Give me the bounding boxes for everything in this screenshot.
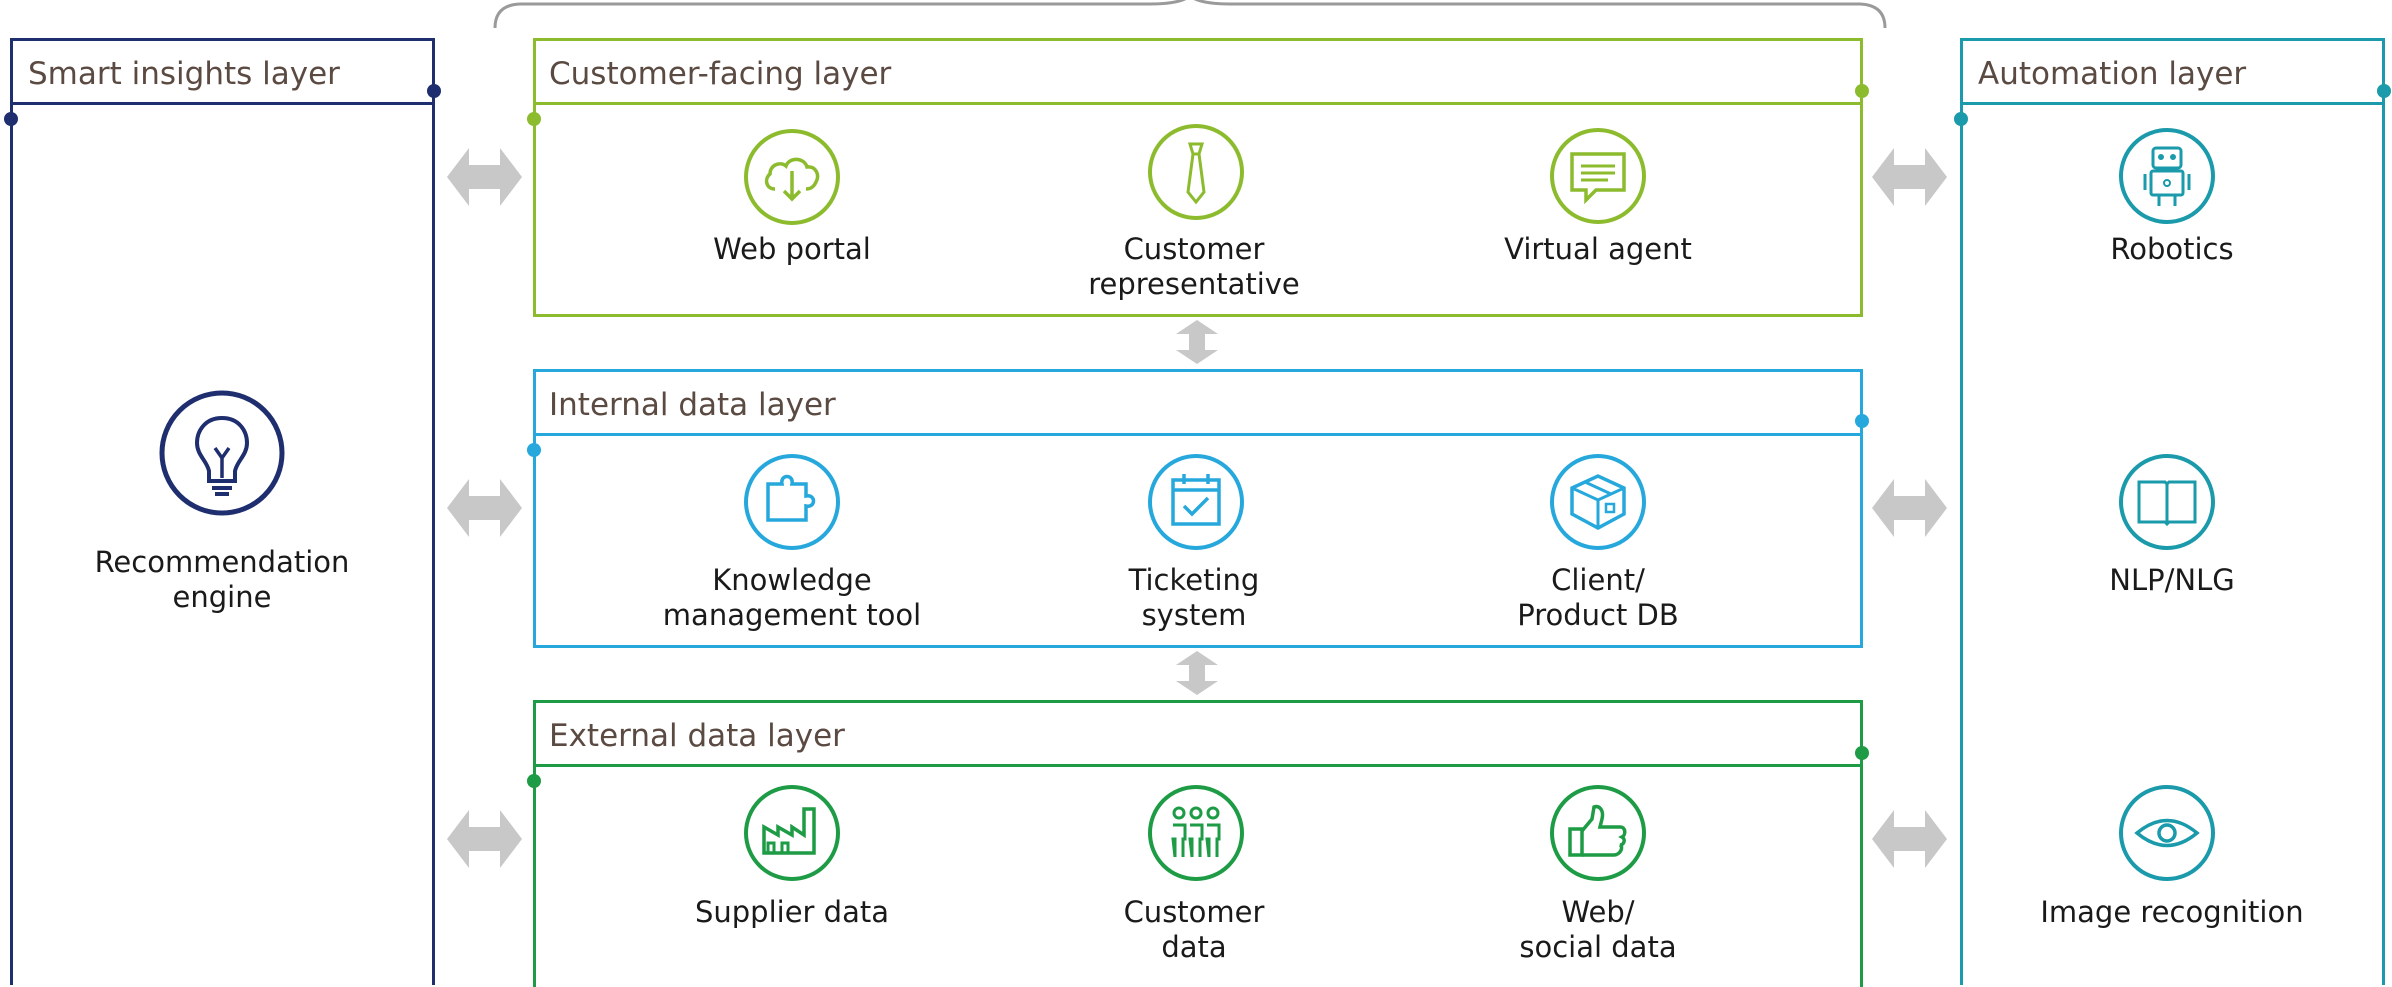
thumbs-up-icon <box>1548 783 1648 883</box>
internal-data-title-box: Internal data layer <box>533 369 1863 436</box>
label-line-1: Recommendation <box>94 545 350 579</box>
customer-data-label: Customer data <box>1019 895 1369 965</box>
smart-insights-title-box: Smart insights layer <box>10 38 435 105</box>
double-arrow-horizontal <box>447 148 522 206</box>
label-line-1: Customer <box>1123 895 1265 929</box>
virtual-agent-label: Virtual agent <box>1504 232 1692 266</box>
calendar-check-icon <box>1146 452 1246 552</box>
label-line-2: representative <box>1088 267 1300 301</box>
double-arrow-horizontal <box>1872 479 1947 537</box>
connector-dot <box>1855 84 1869 98</box>
factory-icon <box>742 783 842 883</box>
puzzle-icon <box>742 452 842 552</box>
supplier-data-label: Supplier data <box>694 895 890 929</box>
automation-title: Automation layer <box>1978 56 2247 92</box>
automation-body <box>1960 105 2385 985</box>
client-product-db-label: Client/ Product DB <box>1423 563 1773 633</box>
connector-dot <box>427 84 441 98</box>
double-arrow-horizontal <box>1872 810 1947 868</box>
tie-icon <box>1146 122 1246 222</box>
double-arrow-horizontal <box>1872 148 1947 206</box>
double-arrow-horizontal <box>447 810 522 868</box>
smart-insights-title: Smart insights layer <box>28 56 340 92</box>
web-social-data-label: Web/ social data <box>1423 895 1773 965</box>
external-data-body <box>533 767 1863 987</box>
label-line-1: Web/ <box>1561 895 1635 929</box>
nlp-nlg-label: NLP/NLG <box>2109 563 2235 597</box>
customer-facing-title: Customer-facing layer <box>549 56 892 92</box>
label-line-2: data <box>1161 930 1227 964</box>
knowledge-management-label: Knowledge management tool <box>617 563 967 633</box>
external-data-title: External data layer <box>549 718 845 754</box>
internal-data-body <box>533 436 1863 648</box>
label-line-2: social data <box>1519 930 1677 964</box>
customer-representative-label: Customer representative <box>1019 232 1369 302</box>
cloud-download-icon <box>742 127 842 227</box>
web-portal-label: Web portal <box>713 232 871 266</box>
label-line-1: Client/ <box>1551 563 1645 597</box>
connector-dot <box>1954 112 1968 126</box>
robotics-label: Robotics <box>2110 232 2234 266</box>
automation-title-box: Automation layer <box>1960 38 2385 105</box>
recommendation-engine-label: Recommendation engine <box>47 545 397 615</box>
label-line-2: engine <box>172 580 272 614</box>
robot-icon <box>2117 126 2217 226</box>
double-arrow-horizontal <box>447 479 522 537</box>
book-icon <box>2117 452 2217 552</box>
connector-dot <box>527 443 541 457</box>
top-brace <box>493 0 1887 29</box>
box-icon <box>1548 452 1648 552</box>
eye-icon <box>2117 783 2217 883</box>
chat-bubble-icon <box>1548 126 1648 226</box>
connector-dot <box>1855 414 1869 428</box>
internal-data-title: Internal data layer <box>549 387 836 423</box>
label-line-1: Knowledge <box>712 563 872 597</box>
smart-insights-body <box>10 105 435 985</box>
connector-dot <box>1855 746 1869 760</box>
double-arrow-vertical <box>1176 320 1218 364</box>
image-recognition-label: Image recognition <box>2040 895 2304 929</box>
label-line-1: Ticketing <box>1128 563 1260 597</box>
customer-facing-title-box: Customer-facing layer <box>533 38 1863 105</box>
connector-dot <box>527 112 541 126</box>
label-line-2: system <box>1141 598 1247 632</box>
connector-dot <box>527 774 541 788</box>
double-arrow-vertical <box>1176 651 1218 695</box>
ticketing-system-label: Ticketing system <box>1019 563 1369 633</box>
customer-facing-body <box>533 105 1863 317</box>
people-icon <box>1146 783 1246 883</box>
lightbulb-icon <box>157 388 287 518</box>
label-line-2: management tool <box>662 598 922 632</box>
label-line-2: Product DB <box>1517 598 1679 632</box>
connector-dot <box>2377 84 2391 98</box>
external-data-title-box: External data layer <box>533 700 1863 767</box>
label-line-1: Customer <box>1123 232 1265 266</box>
connector-dot <box>4 112 18 126</box>
